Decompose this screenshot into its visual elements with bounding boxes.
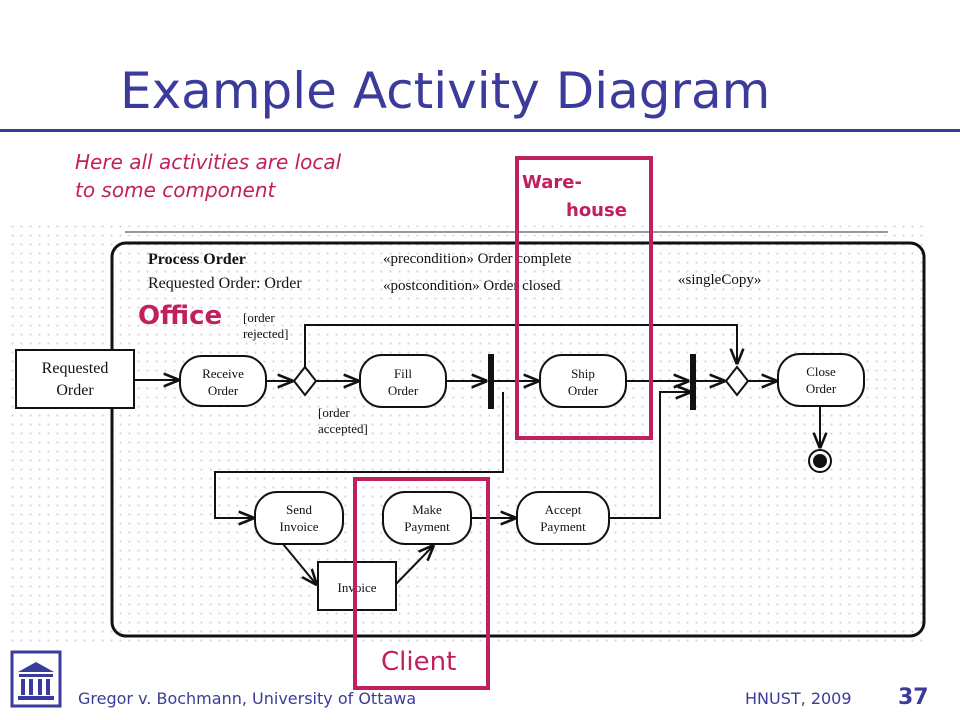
final-node: [813, 454, 827, 468]
footer-venue: HNUST, 2009: [745, 689, 852, 708]
make-payment-label-1: Make: [412, 502, 442, 517]
guard-rejected-1: [order: [243, 310, 275, 325]
process-parameter: Requested Order: Order: [148, 275, 302, 292]
close-order-activity: [777, 353, 865, 407]
guard-accepted-2: accepted]: [318, 421, 368, 436]
guard-rejected-2: rejected]: [243, 326, 288, 341]
client-label: Client: [381, 647, 456, 677]
invoice-label: Invoice: [338, 580, 377, 595]
ship-order-label-1: Ship: [571, 366, 595, 381]
note-line-2: to some component: [75, 178, 276, 202]
decision-node-1: [292, 365, 318, 397]
send-invoice-activity: [254, 491, 344, 545]
title-rule: [0, 129, 960, 132]
flow-fork-to-send-invoice: [214, 392, 504, 518]
requested-order-object: [15, 349, 135, 409]
process-name: Process Order: [148, 251, 246, 268]
requested-order-label-1: Requested: [42, 360, 109, 377]
university-logo-icon: [10, 650, 62, 708]
fork-bar: [488, 354, 494, 409]
flow-invoice-to-make-payment: [395, 546, 433, 585]
footer-author: Gregor v. Bochmann, University of Ottawa: [78, 689, 417, 708]
join-bar: [690, 354, 696, 410]
warehouse-label-2: house: [566, 200, 627, 221]
close-order-label-1: Close: [806, 364, 836, 379]
receive-order-label-1: Receive: [202, 366, 244, 381]
merge-node: [724, 365, 750, 397]
ship-order-activity: [539, 354, 627, 408]
send-invoice-label-2: Invoice: [280, 519, 319, 534]
make-payment-activity: [382, 491, 472, 545]
requested-order-label-2: Order: [56, 382, 94, 399]
diagram-background: [8, 222, 926, 647]
close-order-label-2: Order: [806, 381, 837, 396]
make-payment-label-2: Payment: [404, 519, 450, 534]
accept-payment-activity: [516, 491, 610, 545]
guard-accepted-1: [order: [318, 405, 350, 420]
receive-order-activity: [179, 355, 267, 407]
warehouse-label-1: Ware-: [522, 172, 582, 193]
client-highlight-box: [353, 477, 490, 690]
flow-accept-to-join: [609, 392, 690, 519]
receive-order-label-2: Order: [208, 383, 239, 398]
flow-rejected-to-merge: [304, 324, 737, 367]
single-copy-text: «singleCopy»: [678, 272, 761, 288]
precondition-text: «precondition» Order complete: [383, 251, 572, 267]
postcondition-text: «postcondition» Order closed: [383, 278, 561, 294]
ship-order-label-2: Order: [568, 383, 599, 398]
fill-order-label-1: Fill: [394, 366, 412, 381]
note-text: Here all activities are local to some co…: [75, 148, 341, 204]
accept-payment-label-1: Accept: [545, 502, 582, 517]
page-number: 37: [898, 685, 929, 710]
fill-order-activity: [359, 354, 447, 408]
send-invoice-label-1: Send: [286, 502, 313, 517]
slide-title: Example Activity Diagram: [120, 62, 771, 120]
warehouse-highlight-box: [515, 156, 653, 440]
flow-send-to-invoice: [282, 543, 316, 584]
note-line-1: Here all activities are local: [75, 150, 342, 174]
office-label: Office: [138, 301, 222, 331]
accept-payment-label-2: Payment: [540, 519, 586, 534]
fill-order-label-2: Order: [388, 383, 419, 398]
